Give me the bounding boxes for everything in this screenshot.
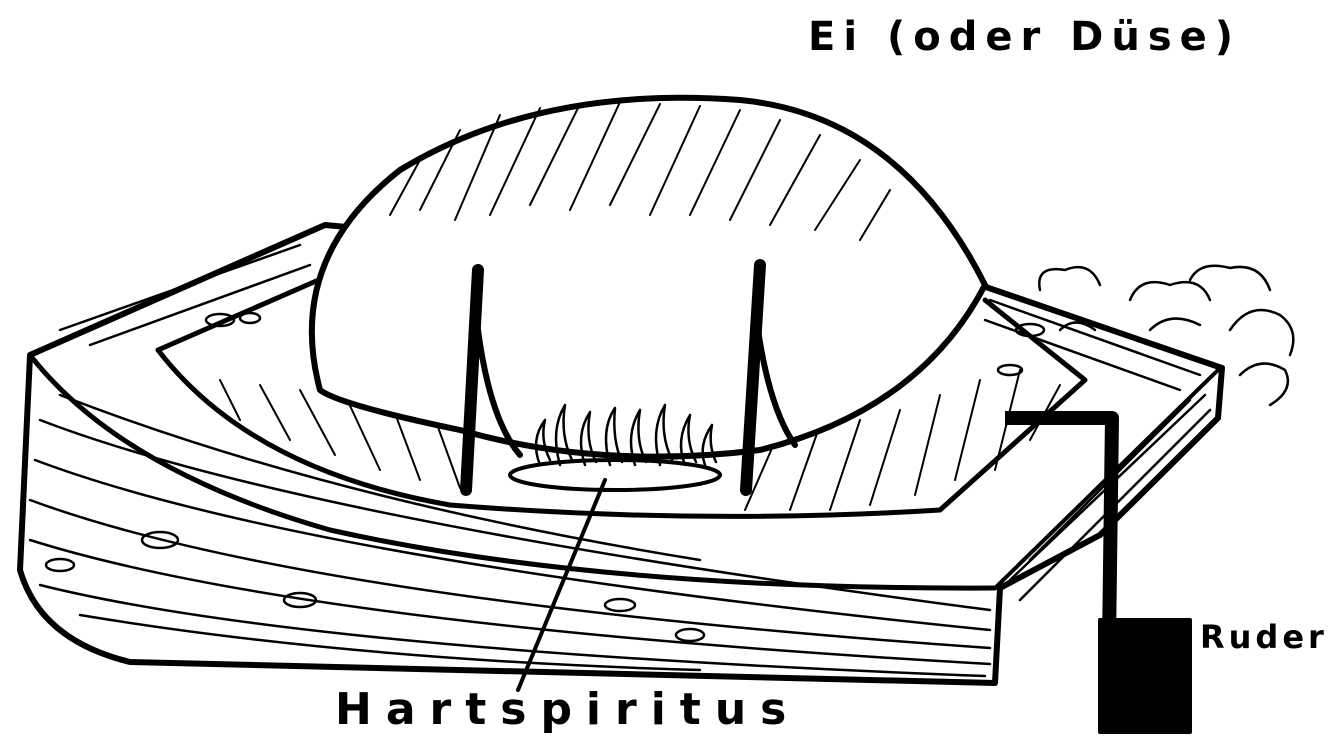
label-egg: Ei (oder Düse) [808, 14, 1241, 60]
fuel-tray [510, 460, 720, 490]
rudder-blade [1100, 620, 1190, 732]
label-fuel: Hartspiritus [335, 684, 800, 735]
label-rudder: Ruder [1200, 618, 1328, 656]
egg-dome [312, 98, 985, 457]
rudder-crank [1012, 418, 1112, 718]
